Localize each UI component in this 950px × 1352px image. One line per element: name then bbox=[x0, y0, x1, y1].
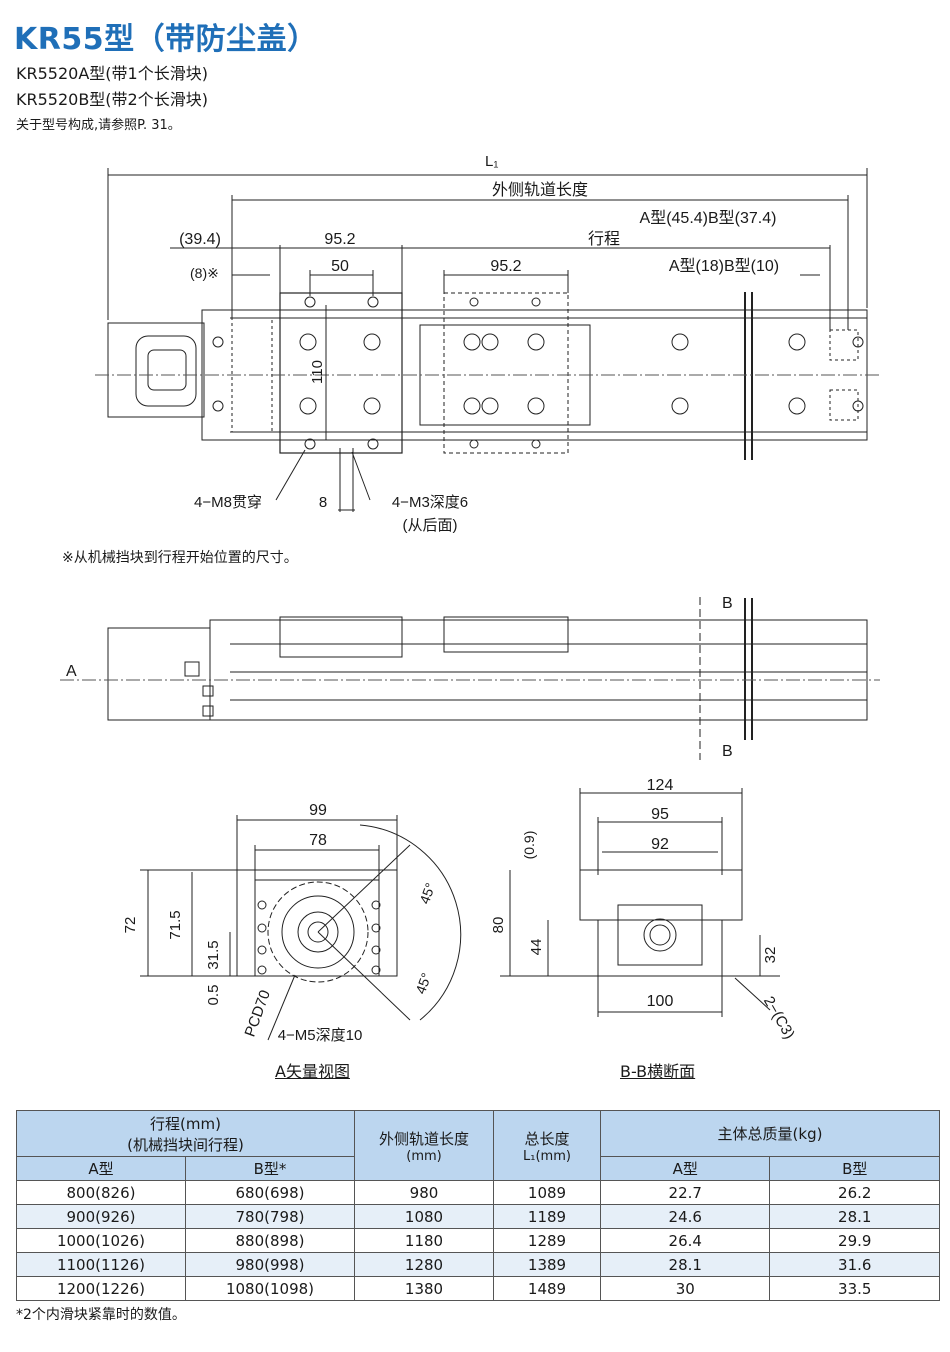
model-b-label: KR5520B型(带2个长滑块) bbox=[16, 90, 208, 109]
dim-8: 8 bbox=[319, 494, 327, 511]
dim-39-4: (39.4) bbox=[179, 231, 221, 248]
angle-45-1: 45° bbox=[416, 881, 438, 906]
model-a-label: KR5520A型(带1个长滑块) bbox=[16, 64, 208, 83]
dim-92: 92 bbox=[651, 836, 669, 853]
dim-ab-offset-2: A型(18)B型(10) bbox=[669, 257, 779, 275]
bb-view-label: B-B横断面 bbox=[620, 1062, 696, 1081]
dim-100: 100 bbox=[647, 993, 674, 1010]
bb-view-top bbox=[579, 869, 743, 921]
slider-1 bbox=[279, 292, 403, 454]
callout-back: (从后面) bbox=[403, 517, 458, 534]
dim-l1: L₁ bbox=[485, 153, 498, 170]
dim-124: 124 bbox=[647, 777, 674, 794]
dim-80: 80 bbox=[490, 917, 507, 934]
dim-110: 110 bbox=[309, 360, 326, 384]
bb-view-body bbox=[597, 919, 723, 977]
callout-m3: 4−M3深度6 bbox=[392, 494, 468, 511]
pcd-label: PCD70 bbox=[242, 988, 275, 1039]
sub-mass-a: A型 bbox=[599, 1156, 771, 1181]
col-total-length: 总长度 L₁(mm) bbox=[493, 1110, 601, 1181]
dim-stroke: 行程 bbox=[588, 230, 620, 248]
dim-50: 50 bbox=[331, 258, 349, 275]
col-outer-rail: 外侧轨道长度 (mm) bbox=[354, 1110, 494, 1181]
dim-71-5: 71.5 bbox=[167, 910, 184, 939]
technical-drawing: L₁ 外侧轨道长度 A型(45.4)B型(37.4) 行程 (39.4) 95.… bbox=[60, 153, 880, 1044]
sub-mass-b: B型 bbox=[769, 1156, 940, 1181]
dim-44: 44 bbox=[528, 939, 545, 956]
dim-0-9: (0.9) bbox=[521, 831, 537, 860]
stopper-note: ※从机械挡块到行程开始位置的尺寸。 bbox=[62, 550, 298, 566]
dim-ab-offset-1: A型(45.4)B型(37.4) bbox=[640, 209, 777, 227]
slider-2 bbox=[443, 292, 569, 454]
dim-8-note: (8)※ bbox=[190, 265, 219, 281]
reference-note: 关于型号构成,请参照P. 31。 bbox=[16, 118, 181, 133]
a-view-body bbox=[236, 869, 398, 977]
dim-32: 32 bbox=[762, 947, 779, 964]
dim-95: 95 bbox=[651, 806, 669, 823]
dim-95-2-b: 95.2 bbox=[490, 258, 521, 275]
dim-95-2-a: 95.2 bbox=[324, 231, 355, 248]
angle-45-2: 45° bbox=[412, 971, 434, 996]
spec-table: 行程(mm) (机械挡块间行程) 外侧轨道长度 (mm) 总长度 L₁(mm) … bbox=[16, 1110, 940, 1301]
motor-block bbox=[107, 322, 205, 418]
dim-outer-rail: 外侧轨道长度 bbox=[492, 181, 588, 199]
side-label-b-bottom: B bbox=[722, 743, 733, 760]
col-stroke: 行程(mm) (机械挡块间行程) bbox=[16, 1110, 355, 1157]
side-label-a: A bbox=[66, 663, 77, 680]
side-label-b-top: B bbox=[722, 595, 733, 612]
col-mass: 主体总质量(kg) bbox=[600, 1110, 940, 1157]
dim-72: 72 bbox=[122, 917, 139, 934]
dim-31-5: 31.5 bbox=[205, 940, 222, 969]
page-title: KR55型（带防尘盖） bbox=[14, 22, 318, 57]
sub-b: B型* bbox=[185, 1156, 355, 1181]
dim-99: 99 bbox=[309, 802, 327, 819]
dim-0-5: 0.5 bbox=[205, 985, 222, 1006]
dim-78: 78 bbox=[309, 832, 327, 849]
callout-m8: 4−M8贯穿 bbox=[194, 494, 262, 511]
sub-a: A型 bbox=[16, 1156, 186, 1181]
side-motor bbox=[107, 627, 211, 721]
chamfer-label: 2−(C3) bbox=[760, 993, 798, 1042]
callout-m5: 4−M5深度10 bbox=[278, 1027, 363, 1044]
footnote: *2个内滑块紧靠时的数值。 bbox=[16, 1307, 186, 1323]
a-view-label: A矢量视图 bbox=[275, 1062, 350, 1081]
